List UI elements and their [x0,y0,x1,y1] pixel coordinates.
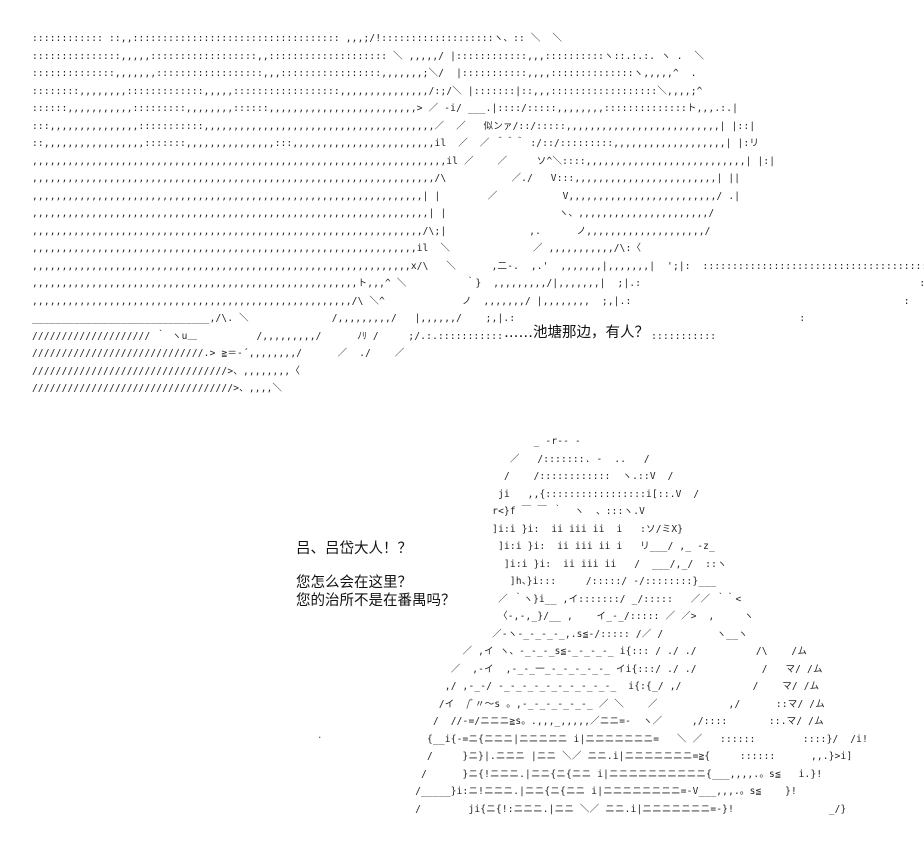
speech-line-1: 吕、吕岱大人！？ [296,541,412,557]
speech-line-2: 您怎么会在这里？ [296,575,412,591]
speech-text-pond: ……池塘那边，有人？ [502,324,651,342]
speech-line-3: 您的治所不是在番禺吗？ [296,593,456,609]
top-manga-panel: :::::::::::: ::,,:::::::::::::::::::::::… [18,20,924,420]
speech-text-lu-dai: 吕、吕岱大人！？ 您怎么会在这里？ 您的治所不是在番禺吗？ [296,540,456,610]
stray-dot-mark: . [317,731,323,741]
armored-figure-ascii-art: _ -r-- - ／ /:::::::. ‐ .. / / /:::::::::… [415,436,869,815]
bottom-manga-panel: _ -r-- - ／ /:::::::. ‐ .. / / /:::::::::… [280,425,868,835]
hooded-figure-ascii-art: :::::::::::: ::,,:::::::::::::::::::::::… [32,33,924,394]
speech-line-gap [296,558,456,574]
